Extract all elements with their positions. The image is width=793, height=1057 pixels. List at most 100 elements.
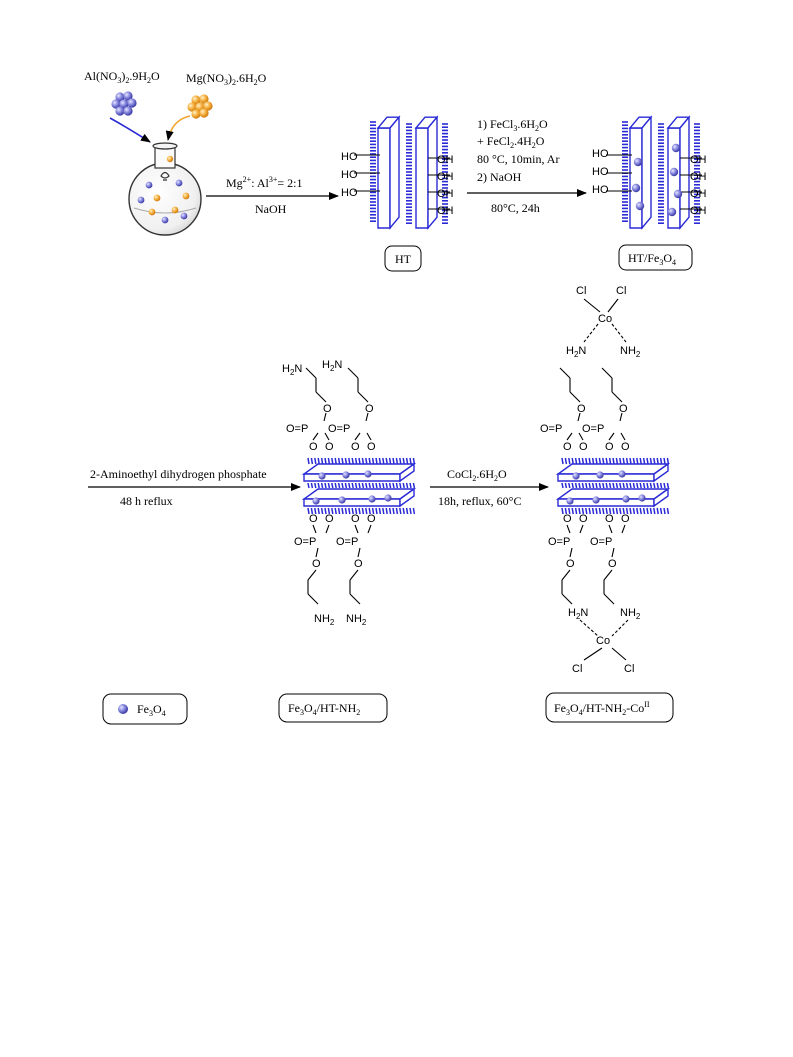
interlayer-hatch bbox=[585, 507, 588, 515]
oxygen-label: O bbox=[351, 441, 360, 453]
interlayer-hatch bbox=[663, 482, 666, 489]
interlayer-hatch bbox=[642, 457, 646, 465]
bond bbox=[611, 547, 615, 558]
layer-plate-side bbox=[389, 115, 400, 230]
interlayer-hatch bbox=[571, 482, 574, 489]
fe3o4-particle-icon bbox=[118, 704, 128, 714]
layer-plate-side bbox=[679, 115, 690, 230]
interlayer-hatch bbox=[409, 482, 412, 489]
oh-label: OH bbox=[690, 171, 707, 183]
bond bbox=[611, 647, 627, 661]
interlayer-hatch bbox=[385, 457, 388, 465]
interlayer-hatch bbox=[382, 507, 385, 515]
oxygen-label: O bbox=[579, 513, 588, 525]
interlayer-hatch bbox=[564, 457, 568, 465]
interlayer-hatch bbox=[331, 482, 334, 489]
amine-label: H2N bbox=[568, 607, 588, 621]
interlayer-hatch bbox=[656, 457, 659, 465]
bond bbox=[349, 593, 361, 605]
interlayer-hatch bbox=[595, 482, 598, 489]
oxygen-label: O bbox=[354, 558, 363, 570]
step3-conditions: 48 h reflux bbox=[120, 494, 173, 508]
bond bbox=[307, 569, 317, 581]
interlayer-hatch bbox=[337, 507, 341, 515]
fe3o4-particle bbox=[669, 167, 679, 177]
fe3o4-particle bbox=[342, 471, 350, 479]
step2-line5: 80°C, 24h bbox=[491, 201, 540, 215]
interlayer-hatch bbox=[585, 457, 588, 465]
cobalt-label: Co bbox=[598, 313, 612, 325]
fe3o4-particle bbox=[622, 495, 630, 503]
fe3o4-particle bbox=[368, 495, 376, 503]
fe3o4-particle bbox=[618, 470, 626, 478]
bond bbox=[607, 298, 619, 313]
interlayer-hatch bbox=[385, 482, 388, 489]
interlayer-hatch bbox=[625, 482, 629, 489]
oxygen-label: O bbox=[621, 513, 630, 525]
interlayer-hatch bbox=[348, 482, 351, 489]
interlayer-hatch bbox=[574, 507, 578, 515]
bond bbox=[603, 569, 613, 581]
coordination-bond bbox=[579, 619, 599, 637]
interlayer-hatch bbox=[402, 482, 405, 489]
interlayer-hatch bbox=[646, 482, 649, 489]
interlayer-hatch bbox=[632, 482, 636, 489]
phosphoryl-label: O=P bbox=[336, 536, 358, 548]
interlayer-hatch bbox=[632, 457, 636, 465]
interlayer-hatch bbox=[337, 457, 341, 465]
interlayer-hatch bbox=[622, 507, 625, 515]
layer-slab-front bbox=[557, 473, 655, 482]
step2-line4: 2) NaOH bbox=[477, 170, 522, 184]
interlayer-hatch bbox=[636, 507, 639, 515]
bond bbox=[559, 367, 571, 379]
bond bbox=[366, 432, 372, 441]
step2-line3: 80 °C, 10min, Ar bbox=[477, 152, 559, 166]
interlayer-hatch bbox=[327, 507, 331, 515]
bond bbox=[354, 432, 361, 441]
oxygen-label: O bbox=[566, 558, 575, 570]
interlayer-hatch bbox=[625, 507, 629, 515]
interlayer-hatch bbox=[341, 482, 344, 489]
layer-slab-top bbox=[301, 463, 417, 475]
interlayer-hatch bbox=[409, 507, 412, 515]
interlayer-hatch bbox=[378, 482, 382, 489]
interlayer-hatch bbox=[629, 482, 632, 489]
interlayer-hatch bbox=[622, 482, 625, 489]
interlayer-hatch bbox=[608, 507, 612, 515]
interlayer-hatch bbox=[354, 482, 358, 489]
bond bbox=[357, 391, 369, 403]
oxygen-label: O bbox=[367, 441, 376, 453]
interlayer-hatch bbox=[571, 457, 574, 465]
interlayer-hatch bbox=[409, 457, 412, 465]
ho-label: HO bbox=[341, 187, 358, 199]
amine-label: NH2 bbox=[620, 607, 641, 621]
interlayer-hatch bbox=[612, 457, 615, 465]
step1-ratio-label: Mg2+: Al3+= 2:1 bbox=[226, 175, 302, 190]
step4-reagent: CoCl2.6H2O bbox=[447, 467, 507, 483]
interlayer-hatch bbox=[666, 482, 670, 489]
bond bbox=[325, 524, 330, 534]
interlayer-hatch bbox=[378, 507, 382, 515]
oxygen-label: O bbox=[351, 513, 360, 525]
interlayer-hatch bbox=[561, 507, 564, 515]
layer-slab-side bbox=[653, 487, 669, 508]
interlayer-hatch bbox=[365, 507, 368, 515]
legend-label: Fe3O4 bbox=[137, 702, 166, 718]
bond bbox=[315, 547, 319, 558]
interlayer-hatch bbox=[375, 507, 378, 515]
interlayer-hatch bbox=[588, 482, 591, 489]
interlayer-hatch bbox=[405, 507, 409, 515]
fe3o4-particle bbox=[638, 494, 646, 502]
bond bbox=[307, 593, 319, 605]
fe3o4-particle bbox=[633, 157, 643, 167]
bond bbox=[324, 432, 330, 441]
oh-label: OH bbox=[690, 154, 707, 166]
mg-nitrate-label: Mg(NO3)2.6H2O bbox=[186, 71, 267, 87]
interlayer-hatch bbox=[646, 507, 649, 515]
legend-box bbox=[102, 693, 188, 725]
interlayer-hatch bbox=[307, 482, 310, 489]
interlayer-hatch bbox=[574, 482, 578, 489]
fe3o4-particle bbox=[671, 143, 681, 153]
interlayer-hatch bbox=[334, 482, 337, 489]
amine-label: NH2 bbox=[314, 613, 335, 627]
